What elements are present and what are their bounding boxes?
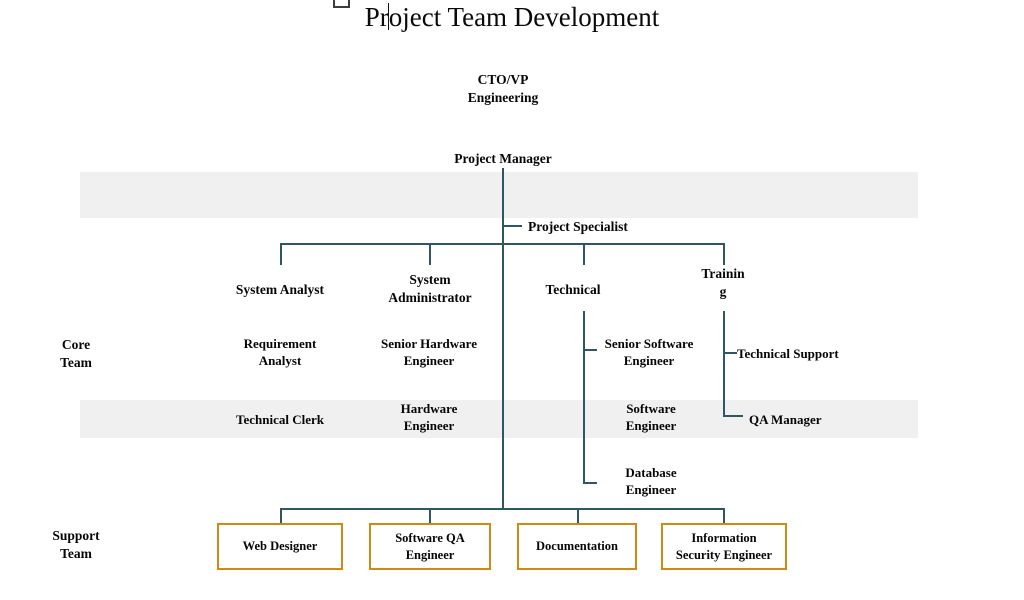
document-handle-artifact [333,0,350,8]
connector-drop-technical [583,243,585,265]
node-cto-vp-engineering[interactable]: CTO/VP Engineering [467,72,539,105]
connector-project-specialist-stub [502,225,522,227]
connector-technical-stub-senior-software [583,349,597,351]
connector-training-stub-technical-support [723,352,737,354]
connector-drop-software-qa-engineer [429,508,431,523]
node-system-analyst[interactable]: System Analyst [235,282,325,297]
connector-training-spine [723,311,725,417]
connector-support-bus [280,508,724,510]
node-system-administrator[interactable]: System Administrator [388,272,472,305]
connector-drop-system-analyst [280,243,282,265]
connector-technical-spine [583,311,585,484]
node-requirement-analyst[interactable]: Requirement Analyst [243,336,317,369]
group-label-core-team: Core Team [60,337,92,370]
node-senior-software-engineer[interactable]: Senior Software Engineer [604,336,694,369]
group-label-support-team: Support Team [52,528,100,561]
connector-technical-stub-database [583,482,597,484]
node-training[interactable]: Trainin g [701,266,745,299]
node-technical-support[interactable]: Technical Support [737,346,839,361]
node-technical-clerk[interactable]: Technical Clerk [236,412,324,427]
text-caret [388,3,389,30]
box-software-qa-engineer[interactable]: Software QA Engineer [369,523,491,570]
node-project-specialist[interactable]: Project Specialist [528,219,628,234]
node-hardware-engineer[interactable]: Hardware Engineer [400,401,458,434]
shaded-band-upper [80,172,918,218]
box-web-designer[interactable]: Web Designer [217,523,343,570]
connector-tier2-bus [280,243,724,245]
connector-training-stub-qa-manager [723,415,743,417]
node-project-manager[interactable]: Project Manager [454,151,552,166]
node-software-engineer[interactable]: Software Engineer [625,401,677,434]
connector-drop-web-designer [280,508,282,523]
connector-drop-training [723,243,725,265]
node-qa-manager[interactable]: QA Manager [749,412,822,427]
connector-main-spine [502,168,504,509]
connector-drop-information-security-engineer [723,508,725,523]
connector-drop-system-administrator [429,243,431,265]
node-technical[interactable]: Technical [545,282,601,297]
box-documentation[interactable]: Documentation [517,523,637,570]
node-database-engineer[interactable]: Database Engineer [625,465,677,498]
page-title: Project Team Development [364,2,660,32]
box-information-security-engineer[interactable]: Information Security Engineer [661,523,787,570]
node-senior-hardware-engineer[interactable]: Senior Hardware Engineer [381,336,477,369]
shaded-band-lower [80,400,918,438]
connector-drop-documentation [577,508,579,523]
